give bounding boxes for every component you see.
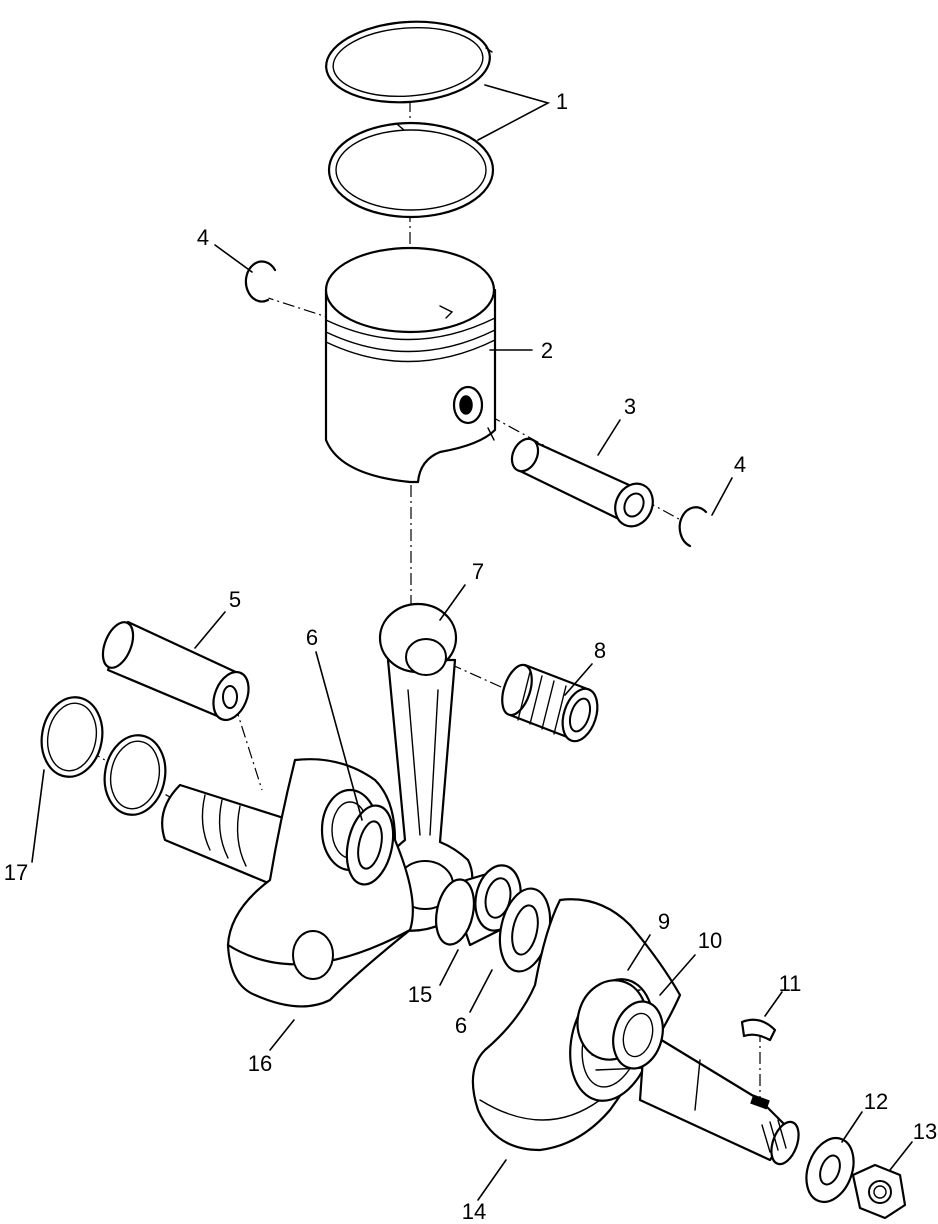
needle-bearing — [501, 663, 599, 743]
washer — [805, 1136, 855, 1204]
callout-2: 2 — [541, 338, 553, 363]
callout-8: 8 — [594, 638, 606, 663]
callout-5: 5 — [229, 587, 241, 612]
callout-11: 11 — [779, 971, 802, 996]
seal-ring-inner — [103, 734, 167, 816]
callout-7: 7 — [472, 559, 484, 584]
circlip-left — [244, 260, 277, 303]
circlip-right — [678, 506, 708, 548]
callout-4-right: 4 — [734, 452, 746, 477]
thrust-washer-right — [498, 887, 552, 973]
callout-16: 16 — [248, 1051, 272, 1076]
callout-9: 9 — [658, 909, 670, 934]
callout-14: 14 — [462, 1199, 486, 1224]
callout-13: 13 — [913, 1119, 937, 1144]
piston-ring-upper — [325, 20, 493, 104]
callout-6-upper: 6 — [306, 625, 318, 650]
callout-10: 10 — [698, 928, 722, 953]
piston — [324, 246, 497, 484]
callout-3: 3 — [624, 394, 636, 419]
callout-6-lower: 6 — [455, 1013, 467, 1038]
crank-pin — [101, 620, 250, 722]
callout-1: 1 — [556, 89, 568, 114]
crank-seal — [612, 1000, 664, 1070]
callout-labels: 1 2 3 4 4 5 6 6 7 8 9 10 11 12 13 14 15 … — [4, 89, 937, 1224]
leader-lines — [31, 84, 913, 1201]
piston-ring-lower — [327, 121, 495, 219]
callout-12: 12 — [864, 1089, 888, 1114]
woodruff-key — [740, 1018, 777, 1042]
piston-pin — [510, 437, 654, 528]
crank-half-left — [161, 758, 414, 1008]
nut — [851, 1163, 907, 1220]
callout-4-left: 4 — [197, 225, 209, 250]
callout-17: 17 — [4, 860, 28, 885]
seal-ring-outer — [40, 696, 104, 778]
main-bearing — [435, 864, 522, 947]
callout-15: 15 — [408, 982, 432, 1007]
thrust-washer-left — [345, 804, 395, 886]
